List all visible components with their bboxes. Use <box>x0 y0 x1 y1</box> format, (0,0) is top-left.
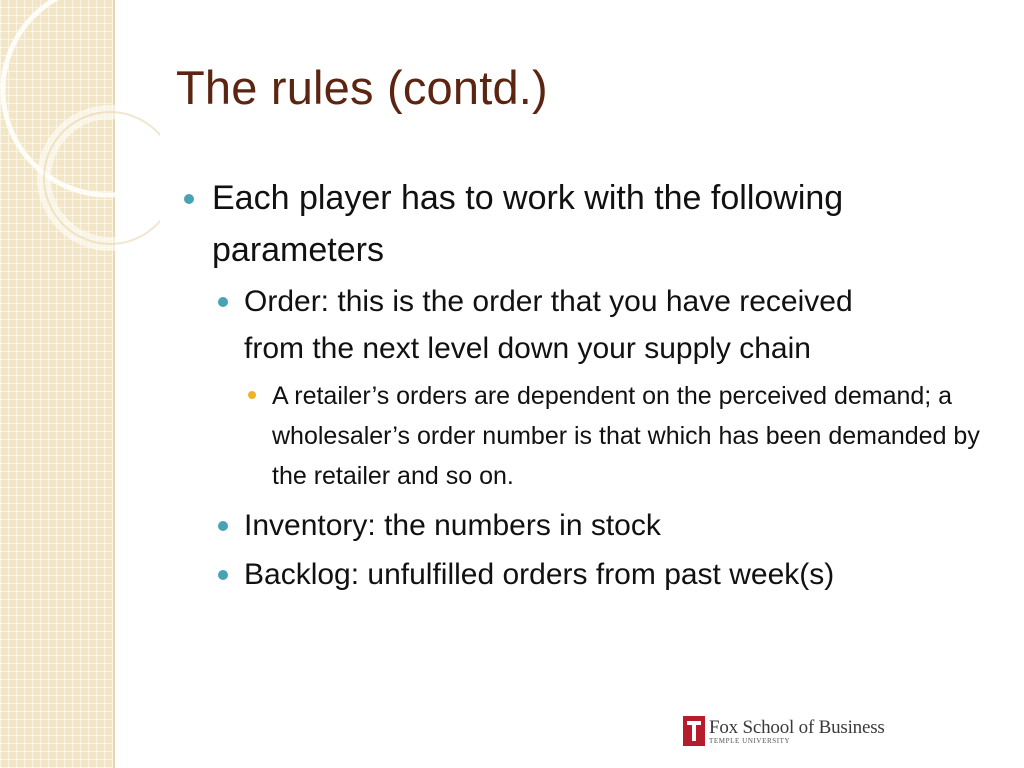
temple-t-icon <box>683 716 705 746</box>
bullet-text: Inventory: the numbers in stock <box>244 509 661 542</box>
logo-text: Fox School of Business TEMPLE UNIVERSITY <box>709 718 885 745</box>
bullet-dot-icon <box>184 194 194 204</box>
bullet-retailer-orders: A retailer’s orders are dependent on the… <box>244 376 992 496</box>
bullet-dot-icon <box>218 521 228 531</box>
bullet-dot-icon <box>218 297 228 307</box>
bullet-inventory: Inventory: the numbers in stock <box>214 502 884 549</box>
logo-subtitle: TEMPLE UNIVERSITY <box>709 736 791 745</box>
slide-title: The rules (contd.) <box>176 61 548 114</box>
bullet-text: A retailer’s orders are dependent on the… <box>272 382 980 490</box>
bullet-text: Order: this is the order that you have r… <box>244 285 853 365</box>
decorative-sidebar <box>0 0 113 768</box>
bullet-backlog: Backlog: unfulfilled orders from past we… <box>214 551 884 598</box>
bullet-text: Each player has to work with the followi… <box>212 179 844 269</box>
bullet-text: Backlog: unfulfilled orders from past we… <box>244 558 835 591</box>
fox-school-logo: Fox School of Business TEMPLE UNIVERSITY <box>683 716 885 746</box>
bullet-dot-icon <box>248 391 256 399</box>
slide-content: Each player has to work with the followi… <box>182 172 992 598</box>
sidebar-divider <box>113 0 115 768</box>
logo-name: Fox School of Business <box>709 716 885 738</box>
bullet-parameters: Each player has to work with the followi… <box>182 172 892 276</box>
decorative-circles <box>0 0 160 251</box>
bullet-order: Order: this is the order that you have r… <box>214 278 884 372</box>
bullet-dot-icon <box>218 570 228 580</box>
